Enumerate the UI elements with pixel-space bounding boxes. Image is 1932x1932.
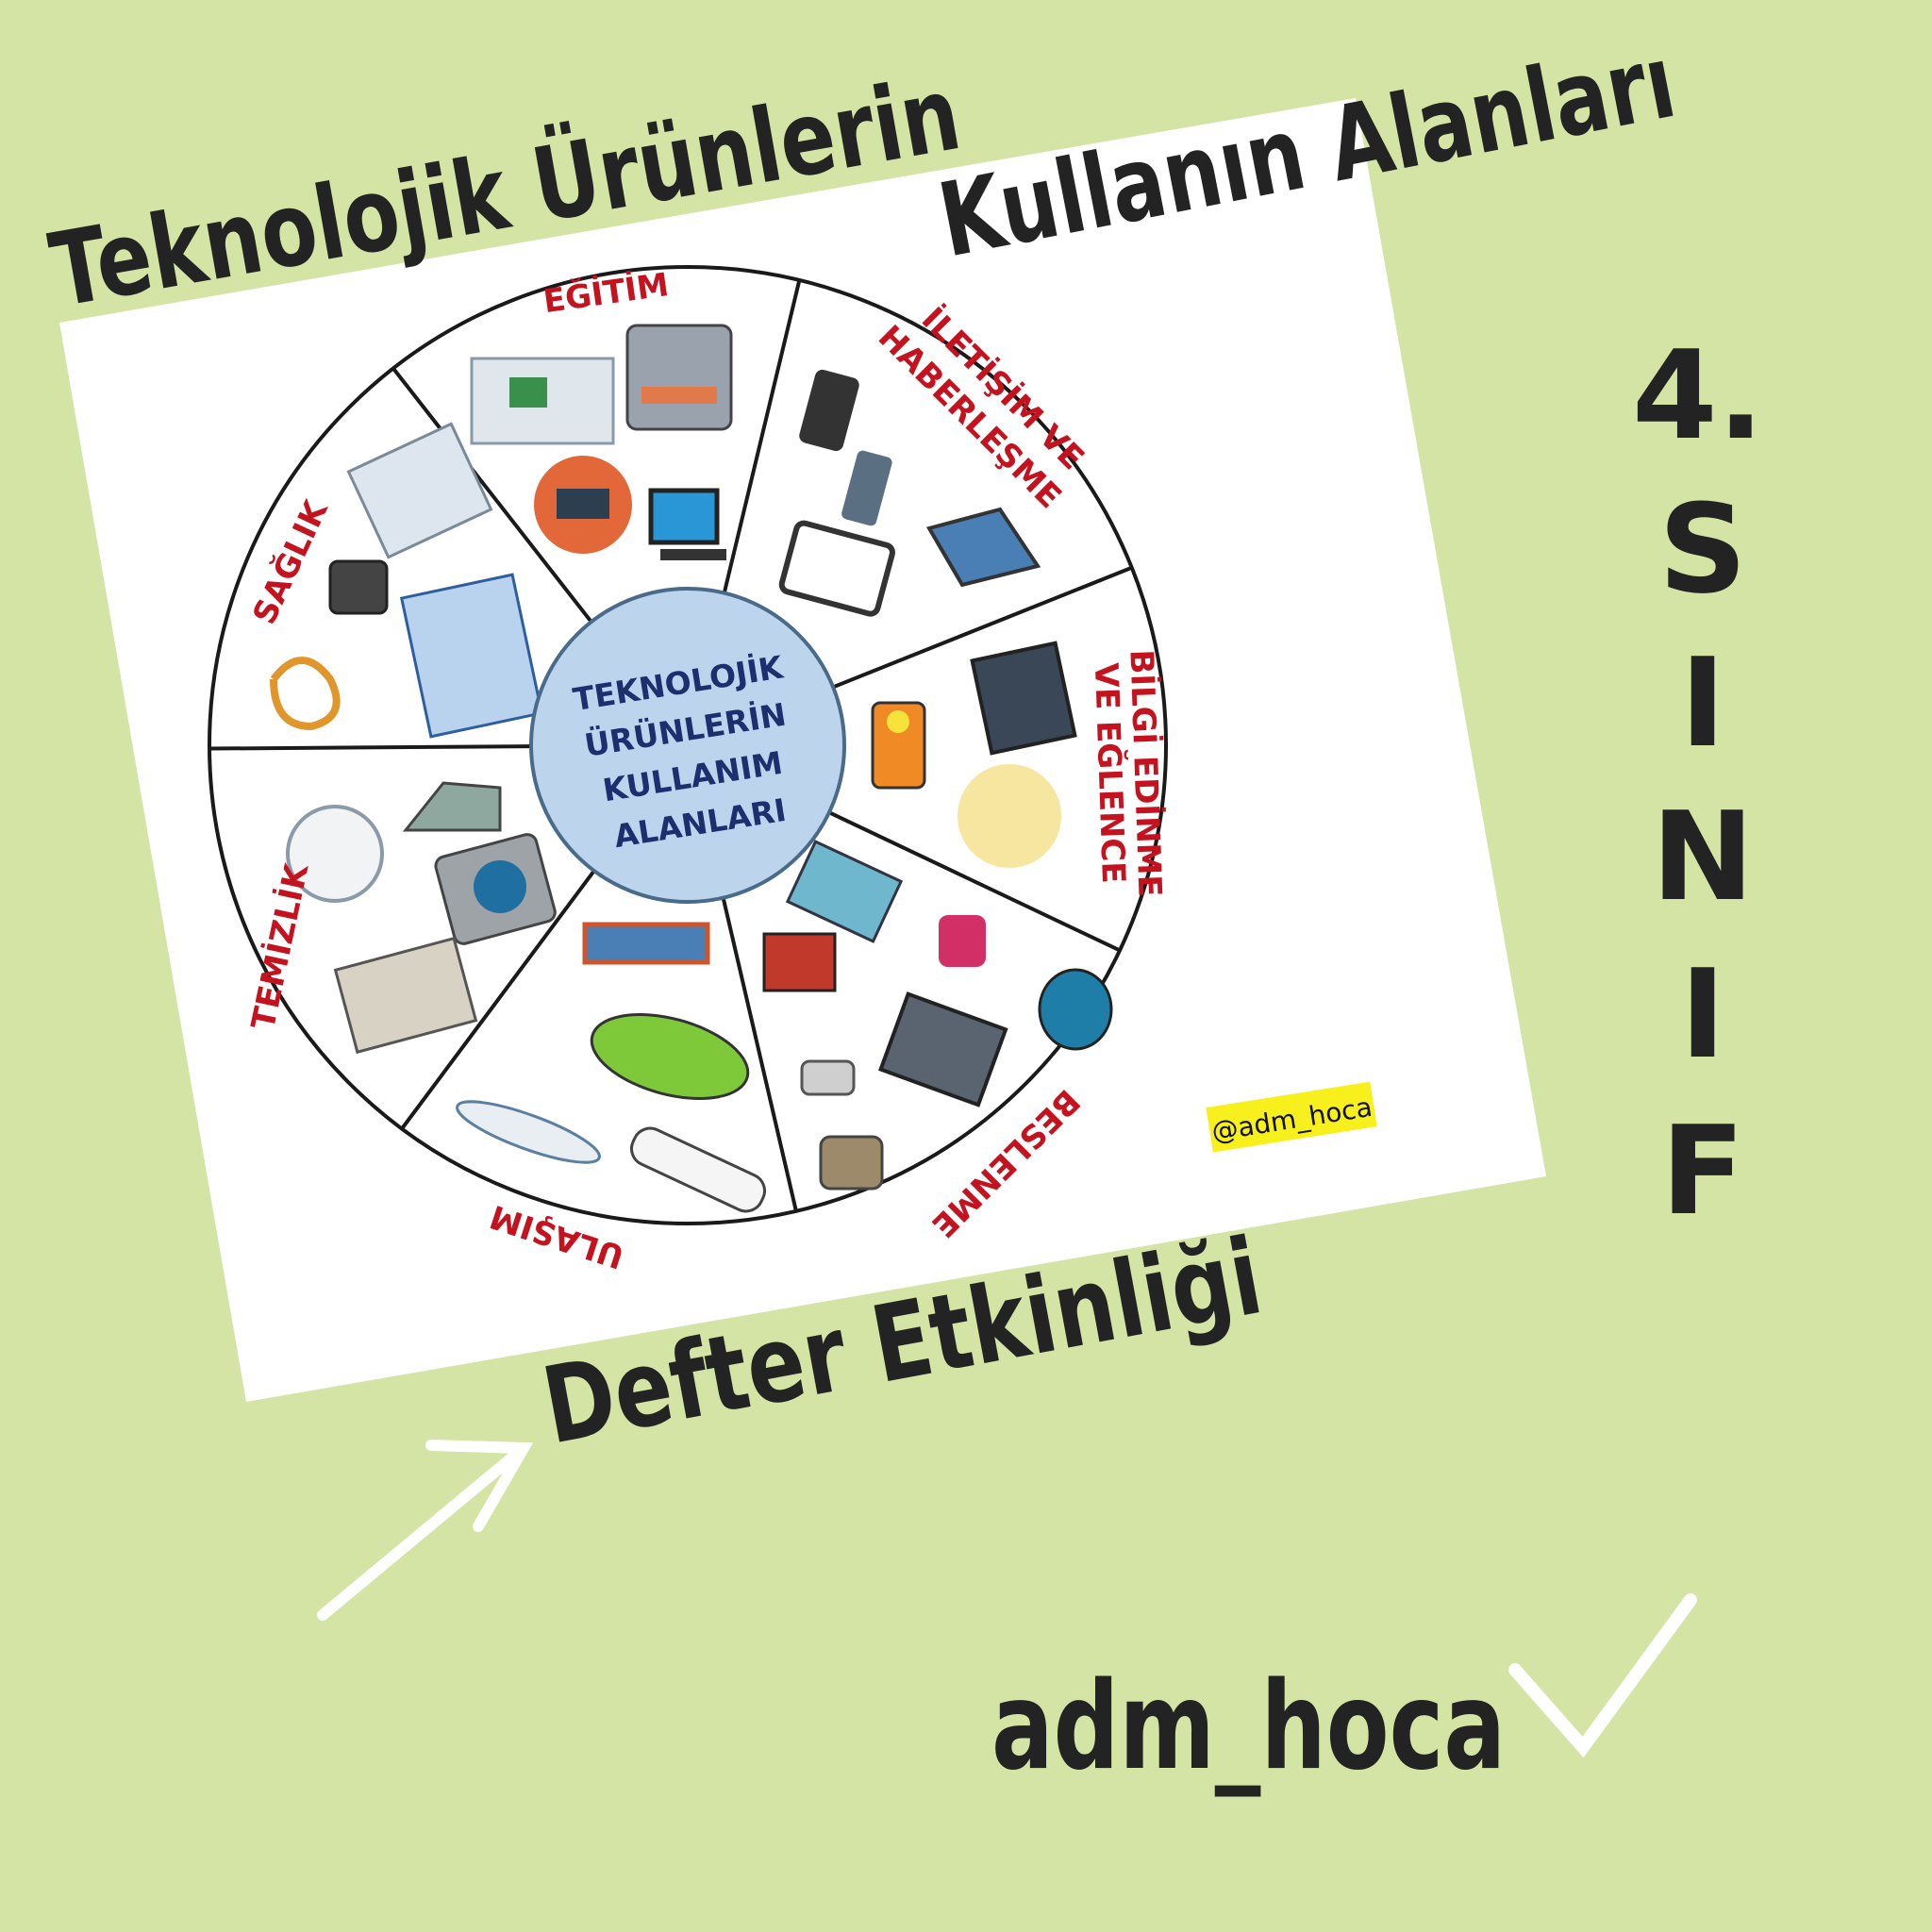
hand-mixer-icon — [800, 1059, 856, 1096]
electric-car-icon — [590, 1013, 750, 1100]
segment-temizlik-icons — [286, 781, 557, 1055]
kettle-icon — [1038, 968, 1113, 1051]
segment-iletisim-icons — [778, 369, 1041, 617]
wheel-divider — [722, 279, 802, 594]
wheel-divider — [400, 869, 596, 1130]
mri-scanner-icon — [346, 422, 493, 559]
wheel-divider — [828, 810, 1121, 953]
microwave-icon — [878, 991, 1008, 1108]
segment-beslenme-icons — [762, 840, 1113, 1191]
iron-icon — [402, 781, 502, 832]
photocopier-icon — [625, 324, 733, 431]
segment-label-bilgi-1: BİLGİ EDİNME — [1122, 649, 1169, 898]
segment-ulasim-icons — [456, 922, 767, 1213]
blood-pressure-monitor-icon — [328, 559, 389, 615]
wheel-divider — [391, 367, 593, 624]
oven-icon — [785, 840, 904, 943]
smartboard-screen — [509, 377, 547, 408]
wheel-divider — [832, 565, 1133, 690]
grade-letter-s: S — [1658, 477, 1747, 621]
segment-saglik-icons — [270, 422, 544, 739]
grade-letter-f: F — [1661, 1099, 1745, 1242]
coffee-maker-icon — [762, 932, 837, 992]
printer-body — [557, 489, 609, 519]
laptop-icon — [925, 507, 1041, 588]
wheel-center-circle — [529, 587, 846, 904]
arrow-icon — [317, 1440, 534, 1621]
grade-letter-i: I — [1680, 631, 1725, 774]
author-name: adm_hoca — [991, 1657, 1506, 1797]
grade-number: 4. — [1632, 324, 1764, 467]
cordless-phone-icon — [841, 450, 892, 526]
toaster-icon — [819, 1135, 884, 1191]
grade-letter-i-2: I — [1680, 942, 1725, 1086]
photocopier-tray — [641, 387, 717, 404]
television-icon — [970, 641, 1077, 756]
train-icon — [629, 1126, 767, 1213]
tablet-icon — [778, 520, 895, 617]
segment-bilgi-icons — [871, 641, 1077, 868]
robot-vacuum-icon — [286, 805, 384, 903]
segment-egitim-icons — [470, 324, 733, 560]
hospital-icon — [399, 573, 544, 739]
smartphone-icon — [799, 369, 859, 452]
radio-speaker — [887, 710, 909, 733]
grade-letter-n: N — [1652, 785, 1755, 928]
segment-label-bilgi-2: VE EĞLENCE — [1087, 662, 1133, 884]
computer-icon — [648, 488, 720, 545]
dishwasher-icon — [333, 936, 478, 1055]
bus-icon — [582, 922, 710, 965]
mixer-icon — [939, 915, 986, 967]
person-at-computer-icon — [958, 764, 1061, 868]
keyboard-icon — [660, 549, 726, 560]
radio-icon — [871, 701, 926, 790]
grade-label: 4. S I N I F — [1632, 324, 1764, 1242]
checkmark-icon — [1508, 1593, 1697, 1758]
wheel-divider — [208, 744, 532, 751]
wheel-divider — [721, 897, 798, 1212]
airplane-icon — [456, 1100, 601, 1164]
stethoscope-icon — [270, 657, 341, 731]
washing-machine-door — [474, 860, 526, 913]
